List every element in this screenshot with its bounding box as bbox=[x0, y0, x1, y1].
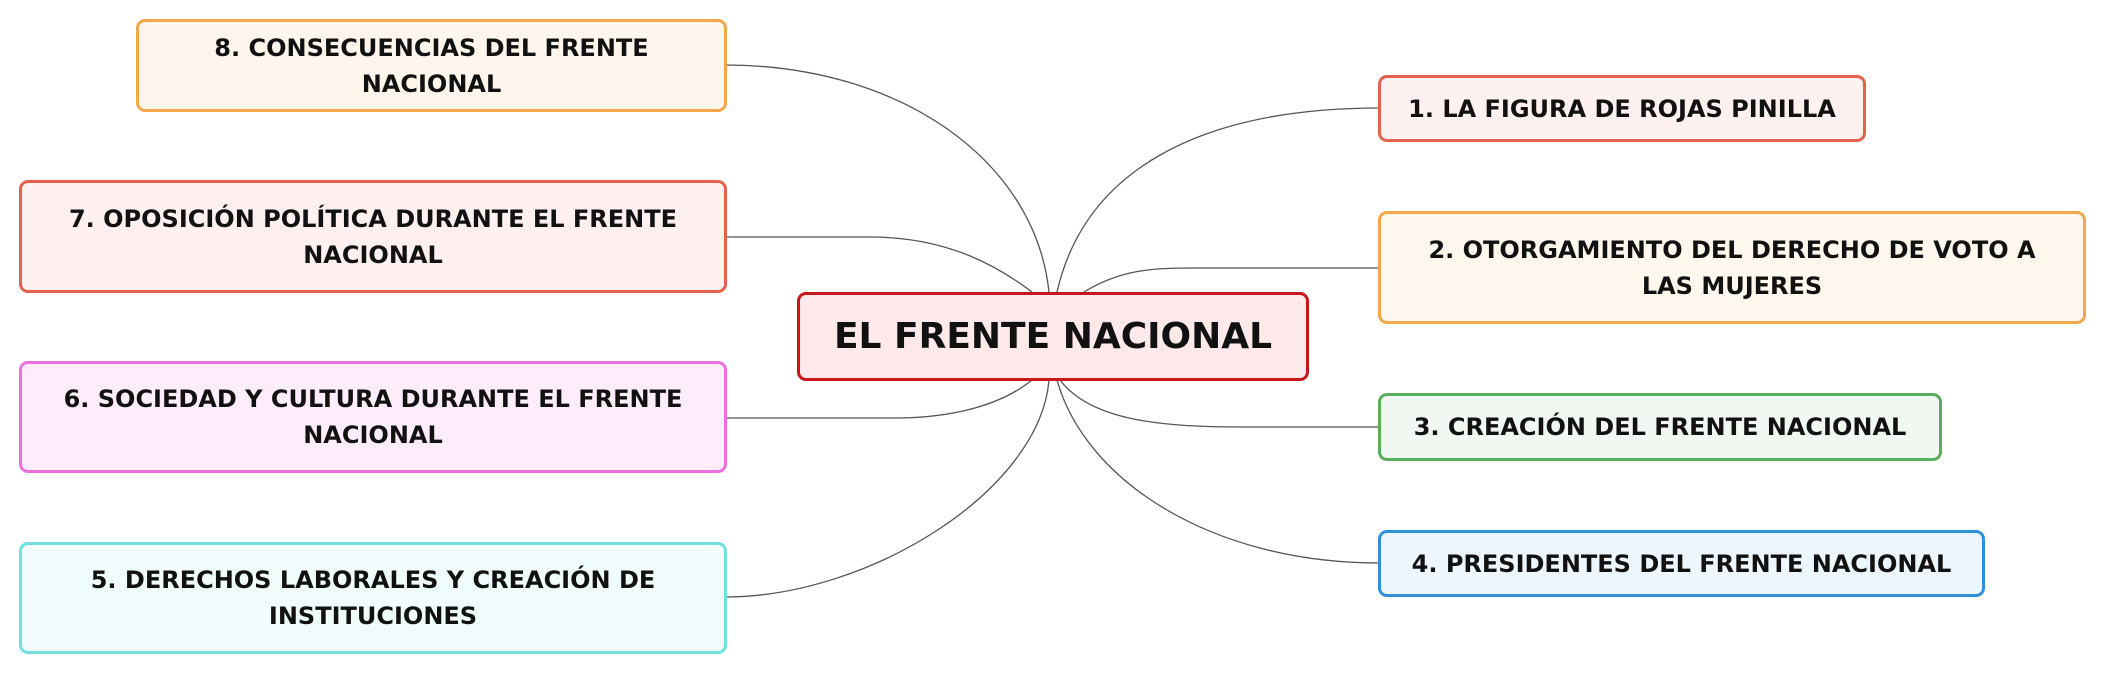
branch-node-3-label: 3. CREACIÓN DEL FRENTE NACIONAL bbox=[1413, 413, 1907, 441]
branch-node-4[interactable]: 4. PRESIDENTES DEL FRENTE NACIONAL bbox=[1378, 530, 1985, 597]
branch-node-6[interactable]: 6. SOCIEDAD Y CULTURA DURANTE EL FRENTE … bbox=[19, 361, 727, 473]
connector-branch-2 bbox=[1083, 267, 1380, 293]
connector-branch-8 bbox=[724, 64, 1050, 293]
branch-node-1-label: 1. LA FIGURA DE ROJAS PINILLA bbox=[1408, 94, 1836, 123]
connector-branch-6 bbox=[725, 379, 1033, 419]
root-node[interactable]: EL FRENTE NACIONAL bbox=[797, 292, 1309, 381]
branch-node-2-label: 2. OTORGAMIENTO DEL DERECHO DE VOTO A LA… bbox=[1428, 235, 2036, 300]
connector-branch-5 bbox=[724, 379, 1050, 598]
connector-branch-3 bbox=[1059, 379, 1380, 428]
branch-node-3[interactable]: 3. CREACIÓN DEL FRENTE NACIONAL bbox=[1378, 393, 1942, 461]
root-node-label: EL FRENTE NACIONAL bbox=[833, 315, 1273, 357]
branch-node-1[interactable]: 1. LA FIGURA DE ROJAS PINILLA bbox=[1378, 75, 1866, 142]
connector-branch-4 bbox=[1056, 379, 1381, 564]
branch-node-5-label: 5. DERECHOS LABORALES Y CREACIÓN DE INST… bbox=[90, 566, 656, 630]
branch-node-6-label: 6. SOCIEDAD Y CULTURA DURANTE EL FRENTE … bbox=[63, 385, 683, 449]
branch-node-5[interactable]: 5. DERECHOS LABORALES Y CREACIÓN DE INST… bbox=[19, 542, 727, 654]
branch-node-7-label: 7. OPOSICIÓN POLÍTICA DURANTE EL FRENTE … bbox=[68, 204, 678, 269]
connector-branch-1 bbox=[1056, 107, 1381, 293]
branch-node-2[interactable]: 2. OTORGAMIENTO DEL DERECHO DE VOTO A LA… bbox=[1378, 211, 2086, 324]
branch-node-8-label: 8. CONSECUENCIAS DEL FRENTE NACIONAL bbox=[214, 33, 649, 98]
connector-branch-7 bbox=[725, 236, 1033, 293]
branch-node-7[interactable]: 7. OPOSICIÓN POLÍTICA DURANTE EL FRENTE … bbox=[19, 180, 727, 293]
branch-node-4-label: 4. PRESIDENTES DEL FRENTE NACIONAL bbox=[1411, 549, 1952, 578]
branch-node-8[interactable]: 8. CONSECUENCIAS DEL FRENTE NACIONAL bbox=[136, 19, 727, 112]
